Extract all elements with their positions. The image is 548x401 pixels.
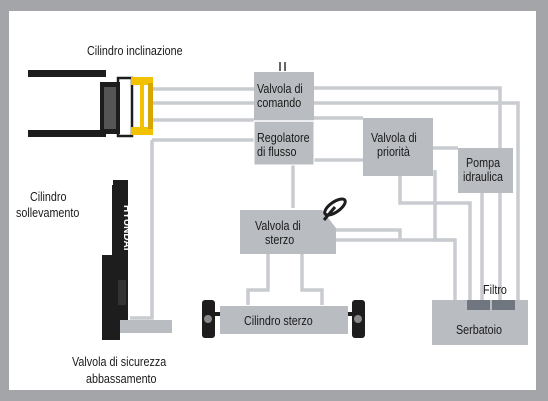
- control-valve-label-2: comando: [257, 96, 302, 110]
- control-valve-group: [253, 62, 315, 166]
- steering-cylinder: [220, 306, 348, 334]
- pipe-return-right: [313, 101, 520, 310]
- pump-label-2: idraulica: [463, 170, 504, 184]
- hydraulic-pipes: [130, 86, 520, 320]
- pipe-lift-line: [130, 140, 154, 320]
- priority-valve-label-2: priorità: [377, 145, 410, 159]
- priority-valve-label: Valvola di priorità: [371, 131, 424, 159]
- mast-lower: [102, 255, 120, 340]
- tilt-cylinder-rod: [140, 85, 144, 127]
- safety-valve-block: [120, 320, 172, 333]
- safety-valve-label-1: Valvola di sicurezza: [72, 355, 167, 369]
- carriage-frame: [116, 76, 134, 138]
- flow-regulator-label: Regolatore di flusso: [257, 131, 318, 159]
- pipe-steering-return: [336, 228, 402, 240]
- lift-cylinder-label-1: Cilindro: [30, 190, 67, 204]
- steering-valve-label-1: Valvola di: [255, 219, 301, 233]
- control-valve-label: Valvola di comando: [257, 82, 310, 110]
- tank-label: Serbatoio: [456, 323, 503, 337]
- pipe-priority-to-steering: [291, 158, 363, 208]
- control-levers: [279, 62, 286, 71]
- tilt-cylinder-bottom-yellow: [131, 127, 153, 135]
- hydraulic-pump: [458, 148, 513, 193]
- steering-axle: [202, 300, 365, 338]
- control-valve-label-1: Valvola di: [257, 82, 303, 96]
- carriage-inner: [104, 87, 116, 129]
- pipe-drain: [433, 170, 457, 300]
- priority-valve-label-1: Valvola di: [371, 131, 417, 145]
- flow-regulator-label-1: Regolatore: [257, 131, 310, 145]
- tilt-cylinder-body: [148, 83, 153, 129]
- filter-label: Filtro: [483, 283, 507, 297]
- tank-assembly: [432, 300, 528, 345]
- steering-valve: [240, 210, 336, 254]
- steering-wheel-icon: [322, 197, 347, 221]
- steering-valve-label: Valvola di sterzo: [255, 219, 308, 247]
- mast-brand-text: HYUNDAI: [121, 205, 132, 251]
- pipe-steering-cyl-right: [300, 253, 324, 305]
- steering-cylinder-label: Cilindro sterzo: [244, 314, 313, 328]
- fork-assembly: [28, 70, 153, 138]
- priority-valve: [363, 118, 433, 176]
- pump-label-1: Pompa: [466, 156, 501, 170]
- pump-label: Pompa idraulica: [463, 156, 510, 184]
- fork-upper: [28, 70, 106, 77]
- control-valve: [254, 72, 314, 121]
- flow-regulator-label-2: di flusso: [257, 145, 297, 159]
- steering-valve-label-2: sterzo: [265, 233, 295, 247]
- lift-mast: [102, 180, 172, 340]
- tilt-cylinder-top-yellow: [131, 77, 153, 85]
- pipe-top-return: [313, 86, 502, 300]
- safety-valve-label-2: abbassamento: [86, 372, 157, 386]
- pipe-steering-cyl-left: [246, 253, 270, 305]
- fork-lower: [28, 130, 106, 137]
- lift-cylinder-label-2: sollevamento: [16, 206, 80, 220]
- tilt-cylinder-label: Cilindro inclinazione: [87, 44, 183, 58]
